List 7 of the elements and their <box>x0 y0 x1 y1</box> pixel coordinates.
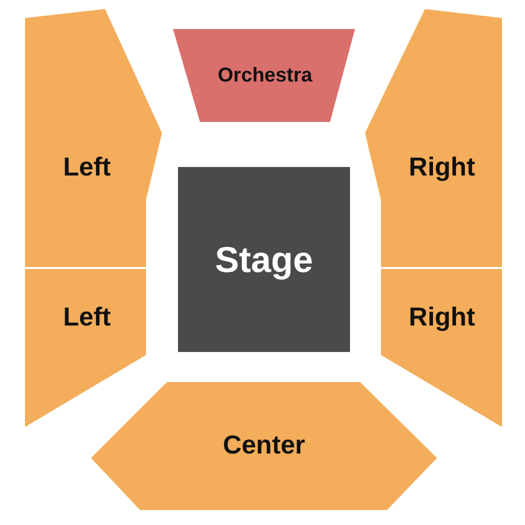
section-label: Right <box>408 152 476 182</box>
section-label: Orchestra <box>218 64 312 88</box>
section-label: Right <box>408 302 476 332</box>
section-label: Left <box>63 152 111 182</box>
section-label: Stage <box>214 239 314 281</box>
section-label: Center <box>222 430 306 460</box>
section-label: Left <box>63 302 111 332</box>
